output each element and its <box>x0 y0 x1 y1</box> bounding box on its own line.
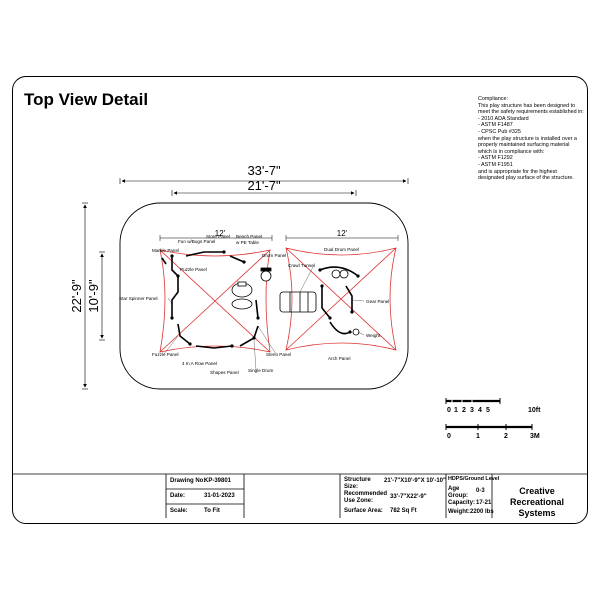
compliance-line: - ASTM F1951 <box>478 161 513 168</box>
drawing-sheet-border <box>12 76 588 524</box>
date-label: Date: <box>170 493 186 499</box>
meter-tick: 1 <box>476 433 480 440</box>
page-title: Top View Detail <box>24 90 149 109</box>
compliance-line: and is appropriate for the highest <box>478 168 557 175</box>
label-shapes-panel: Shapes Panel <box>210 370 239 375</box>
dual-drum-symbol <box>331 269 349 279</box>
label-four-in-row: 4 In A Row Panel <box>182 361 217 366</box>
use-zone-outline <box>119 202 409 390</box>
capacity-label: Capacity: <box>448 500 476 506</box>
scale-label: Scale: <box>170 508 188 514</box>
company-name-line: Creative Recreational <box>509 486 565 507</box>
capacity-value: 17-21 <box>476 500 492 506</box>
company-name: Creative Recreational Systems <box>494 486 580 519</box>
compliance-line: This play structure has been designed to <box>478 102 576 109</box>
label-fuzzle-panel: Fuzzle Panel <box>152 352 179 357</box>
compliance-line: - ASTM F1292 <box>478 155 513 162</box>
feet-tick: 4 <box>478 407 482 414</box>
overall-width-label: 33'-7" <box>247 163 281 178</box>
feet-tick: 5 <box>486 407 490 414</box>
overall-depth-dimension <box>82 202 88 390</box>
age-group-label: Age Group: <box>448 486 468 499</box>
compliance-line: properly maintained surfacing material <box>478 142 570 149</box>
left-deck-label: 12' <box>215 229 226 238</box>
label-store-panel: Store Panel <box>206 234 230 239</box>
weight-symbol <box>352 328 360 336</box>
compliance-line: - 2010 ADA Standard <box>478 115 529 122</box>
right-use-zone-lines <box>285 247 397 351</box>
label-single-drum: Single Drum <box>248 368 273 373</box>
pe-table-symbol <box>231 281 253 310</box>
right-deck-label: 12' <box>337 229 348 238</box>
compliance-line: Compliance: <box>478 96 508 102</box>
label-arch-panel: Arch Panel <box>328 356 350 361</box>
company-name-line: Systems <box>518 508 556 518</box>
hdps-label: HDPS/Ground Level <box>448 476 500 482</box>
compliance-line: designated play surface of the structure… <box>478 175 574 182</box>
overall-depth-label: 22'-9" <box>69 279 84 313</box>
meter-scale-end: 3M <box>530 433 540 440</box>
label-leader-lines <box>163 264 365 371</box>
left-structure-posts <box>170 250 260 348</box>
right-deck-dimension <box>285 235 399 241</box>
label-marble-panel: Marble Panel <box>152 248 179 253</box>
label-weight: Weight <box>366 333 381 338</box>
weight-value: 2200 lbs <box>470 509 494 515</box>
compliance-line: - CPSC Pub #325 <box>478 128 521 135</box>
use-zone-value: 33'-7"X22'-9" <box>390 494 427 500</box>
right-structure-panels <box>319 266 359 335</box>
surface-area-value: 782 Sq Ft <box>390 508 417 514</box>
surface-area-label: Surface Area: <box>344 508 383 514</box>
label-fun-bugs: Fun w/Bugs Panel <box>178 239 215 244</box>
compliance-line: - ASTM F1487 <box>478 122 513 129</box>
structure-depth-label: 10'-9" <box>86 279 101 313</box>
label-star-spinner: Star Spinner Panel <box>119 296 158 301</box>
left-deck-dimension <box>159 235 273 241</box>
weight-label: Weight: <box>448 509 470 515</box>
drawing-no-value: KP-39801 <box>204 478 232 484</box>
overall-width-dimension <box>119 178 409 184</box>
structure-depth-dimension <box>99 251 105 341</box>
single-drum-symbol <box>260 267 272 282</box>
use-zone-label: Recommended Use Zone: <box>344 491 388 504</box>
compliance-line: when the play structure is installed ove… <box>478 135 577 142</box>
meter-tick: 0 <box>447 433 451 440</box>
feet-scale-bar <box>445 398 501 404</box>
label-drum-panel: Drum Panel <box>262 253 286 258</box>
age-group-value: 0-3 <box>476 488 485 494</box>
label-gear-panel: Gear Panel <box>366 299 389 304</box>
label-puzzle-panel: Puzzle Panel <box>180 267 207 272</box>
structure-width-label: 21'-7" <box>247 178 281 193</box>
meter-scale-bar <box>445 424 533 430</box>
label-bench-panel: Bench Panel <box>236 234 262 239</box>
feet-tick: 2 <box>462 407 466 414</box>
left-use-zone-lines <box>159 249 271 353</box>
scale-value: To Fit <box>204 508 220 514</box>
meter-tick: 2 <box>504 433 508 440</box>
crawl-tunnel-symbol <box>279 291 317 313</box>
structure-size-value: 21'-7"X10'-9"X 10'-10" <box>384 478 446 484</box>
label-crawl-tunnel: Crawl Tunnel <box>288 263 315 268</box>
structure-size-label: Structure Size: <box>344 477 371 490</box>
right-structure-posts <box>318 268 360 334</box>
compliance-notes: Compliance: This play structure has been… <box>478 96 584 182</box>
feet-scale-end: 10ft <box>528 407 541 414</box>
feet-tick: 0 <box>447 407 451 414</box>
label-steno-panel: Steno Panel <box>266 352 291 357</box>
date-value: 31-01-2023 <box>204 493 235 499</box>
drawing-no-label: Drawing No: <box>170 478 206 484</box>
title-block-grid <box>12 473 588 518</box>
compliance-line: which is in compliance with: <box>478 148 545 155</box>
structure-width-dimension <box>171 190 357 196</box>
label-dual-drum: Dual Drum Panel <box>324 247 359 252</box>
feet-tick: 3 <box>470 407 474 414</box>
compliance-line: meet the safety requirements established… <box>478 109 584 116</box>
label-pe-table: w PE Table <box>236 240 259 245</box>
feet-tick: 1 <box>454 407 458 414</box>
